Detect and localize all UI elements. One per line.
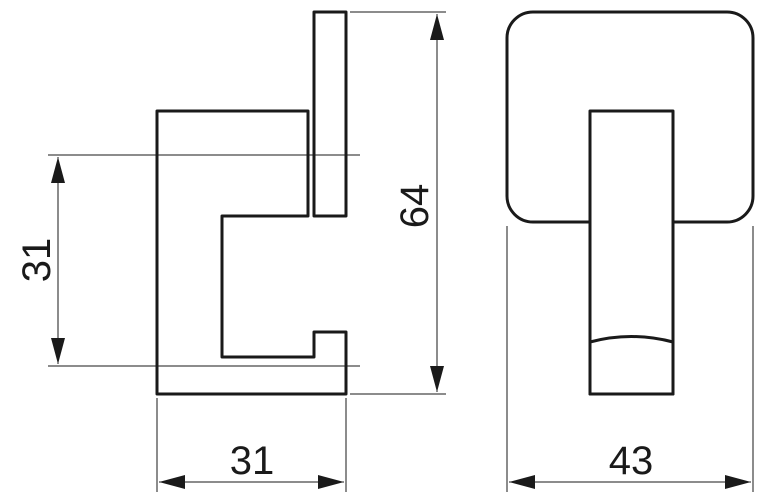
arrow-right-icon <box>318 475 344 489</box>
arrow-down-icon <box>51 338 65 364</box>
side-view-hook-outline <box>155 109 348 396</box>
arrow-down-icon <box>430 366 444 392</box>
dimension-side-depth: 31 <box>156 398 347 492</box>
arrow-right-icon <box>725 475 751 489</box>
dimension-label-hook-height: 31 <box>15 238 59 283</box>
front-view <box>505 10 755 396</box>
arrow-left-icon <box>159 475 185 489</box>
side-view-wall-plate <box>312 10 348 218</box>
arrow-up-icon <box>51 157 65 183</box>
dimension-side-height: 64 <box>350 11 446 395</box>
dimension-label-side-depth: 31 <box>230 439 275 483</box>
arrow-up-icon <box>430 14 444 40</box>
dimension-label-front-width: 43 <box>609 439 654 483</box>
dimension-label-side-height: 64 <box>393 184 437 229</box>
front-view-hook-tip <box>588 335 675 396</box>
dimension-hook-height: 31 <box>15 154 360 367</box>
dimension-front-width: 43 <box>506 226 754 492</box>
arrow-left-icon <box>509 475 535 489</box>
side-view <box>155 10 348 396</box>
